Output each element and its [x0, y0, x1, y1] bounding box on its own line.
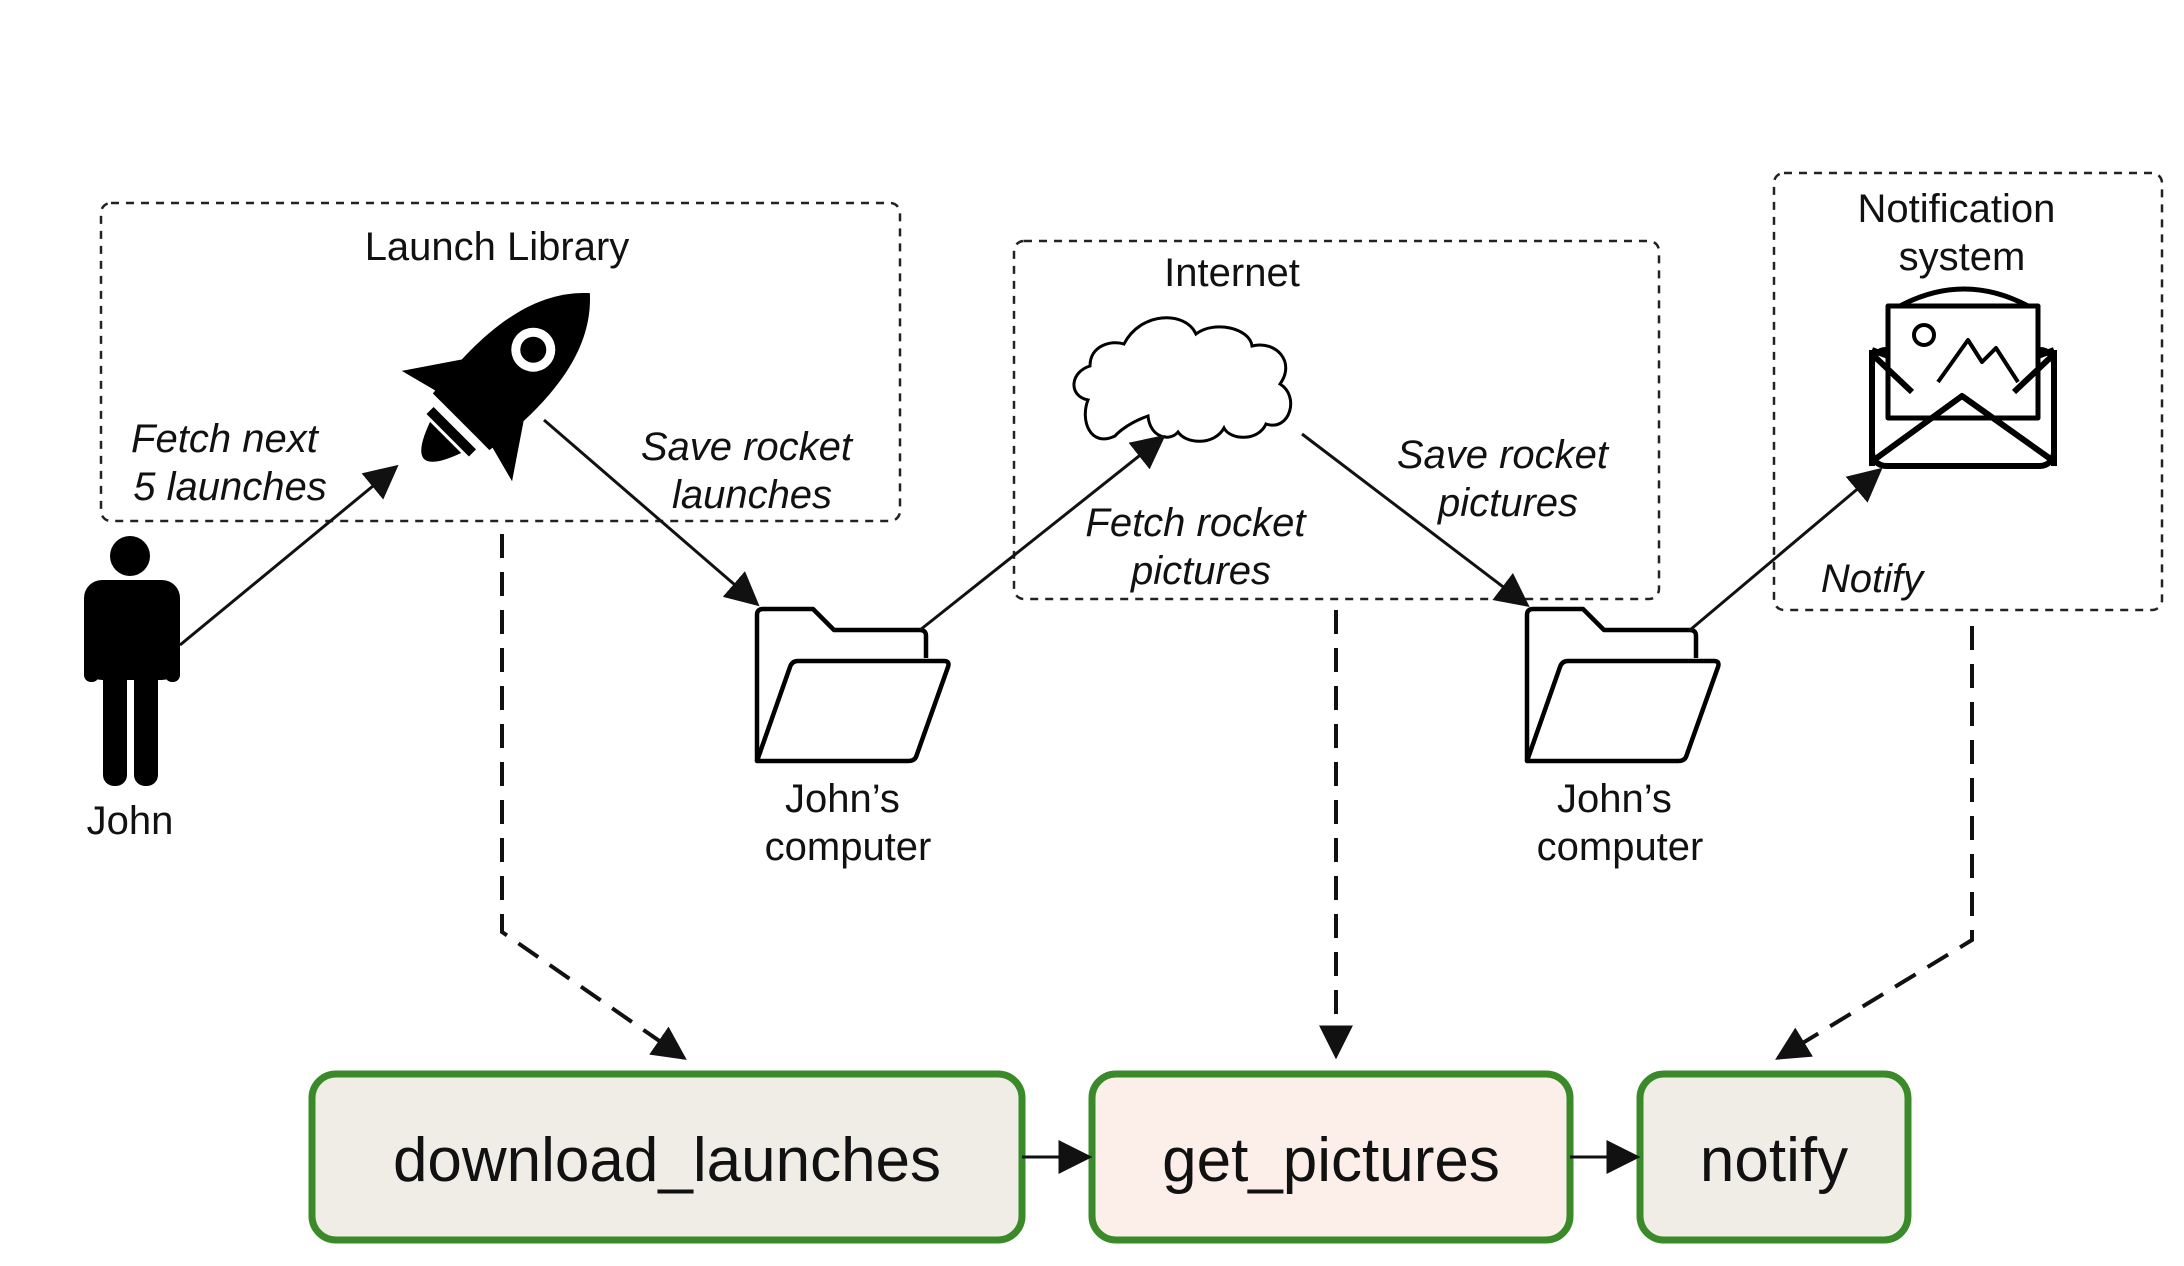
notification-title-line-1: Notification [1858, 187, 2056, 231]
dashed-arrow-to-notify [1775, 626, 1974, 1060]
edge-label-save-pictures: Save rocket pictures [1397, 433, 1619, 525]
edge-save-pictures-line-1: Save rocket [1397, 433, 1610, 477]
cloud-icon [1072, 316, 1293, 443]
edge-fetch-pictures-line-1: Fetch rocket [1085, 501, 1307, 545]
task-download-launches[interactable]: download_launches [308, 1070, 1026, 1244]
arrow-notify [1689, 467, 1883, 632]
edge-fetch-launches-line-1: Fetch next [131, 417, 320, 461]
computer-2-line-2: computer [1537, 825, 1704, 869]
folder-icon [754, 606, 951, 764]
task-notify[interactable]: notify [1636, 1070, 1912, 1244]
person-icon [84, 536, 180, 786]
notification-group [1772, 171, 2164, 612]
computer-2-line-1: John’s [1557, 777, 1672, 821]
edge-save-launches-line-1: Save rocket [641, 425, 854, 469]
envelope-icon [1869, 286, 2057, 469]
task-label: notify [1700, 1126, 1848, 1195]
edge-label-notify: Notify [1821, 557, 1926, 601]
arrow-fetch-pictures [919, 434, 1166, 632]
arrow-save-pictures [1301, 432, 1530, 608]
computer-1-line-2: computer [765, 825, 932, 869]
computer-1-label: John’s computer [765, 777, 932, 869]
edge-label-fetch-pictures: Fetch rocket pictures [1085, 501, 1316, 593]
computer-2-label: John’s computer [1537, 777, 1704, 869]
task-label: download_launches [393, 1126, 941, 1195]
folder-icon [1524, 606, 1721, 764]
rocket-icon [401, 293, 590, 482]
edge-save-launches-line-2: launches [672, 473, 832, 517]
launch-library-title: Launch Library [365, 225, 630, 269]
task-get-pictures[interactable]: get_pictures [1088, 1070, 1574, 1244]
arrow-fetch-launches [179, 464, 399, 647]
internet-title: Internet [1164, 251, 1300, 295]
edge-save-pictures-line-2: pictures [1437, 481, 1578, 525]
john-label: John [87, 799, 174, 843]
notification-title-line-2: system [1899, 235, 2026, 279]
task-label: get_pictures [1162, 1126, 1500, 1195]
edge-label-fetch-launches: Fetch next 5 launches [131, 417, 329, 509]
edge-fetch-launches-line-2: 5 launches [133, 465, 326, 509]
computer-1-line-1: John’s [785, 777, 900, 821]
dashed-arrow-to-download-launches [500, 534, 687, 1060]
edge-fetch-pictures-line-2: pictures [1130, 549, 1271, 593]
edge-label-save-launches: Save rocket launches [641, 425, 863, 517]
arrow-save-launches [543, 418, 760, 607]
internet-group [1012, 239, 1661, 601]
notification-title: Notification system [1858, 187, 2067, 279]
